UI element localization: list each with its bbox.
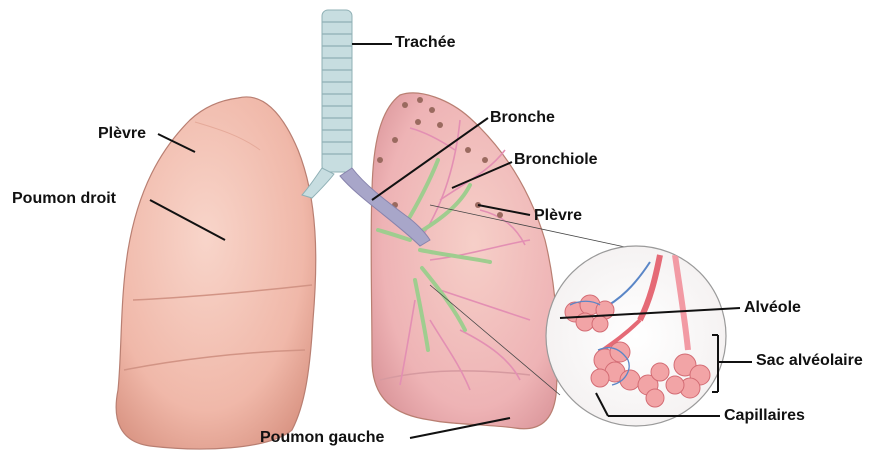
label-capillaries: Capillaires (724, 407, 805, 425)
label-pleura-right: Plèvre (98, 125, 146, 143)
label-left-lung: Poumon gauche (260, 429, 384, 447)
label-trachea: Trachée (395, 34, 455, 52)
label-bronchiole: Bronchiole (514, 151, 598, 169)
label-bronchus: Bronche (490, 109, 555, 127)
label-alveolus: Alvéole (744, 299, 801, 317)
label-alveolar-sac: Sac alvéolaire (756, 352, 863, 370)
label-pleura-left: Plèvre (534, 207, 582, 225)
left-lung (371, 93, 557, 429)
right-lung (116, 97, 316, 449)
label-right-lung: Poumon droit (12, 190, 116, 208)
